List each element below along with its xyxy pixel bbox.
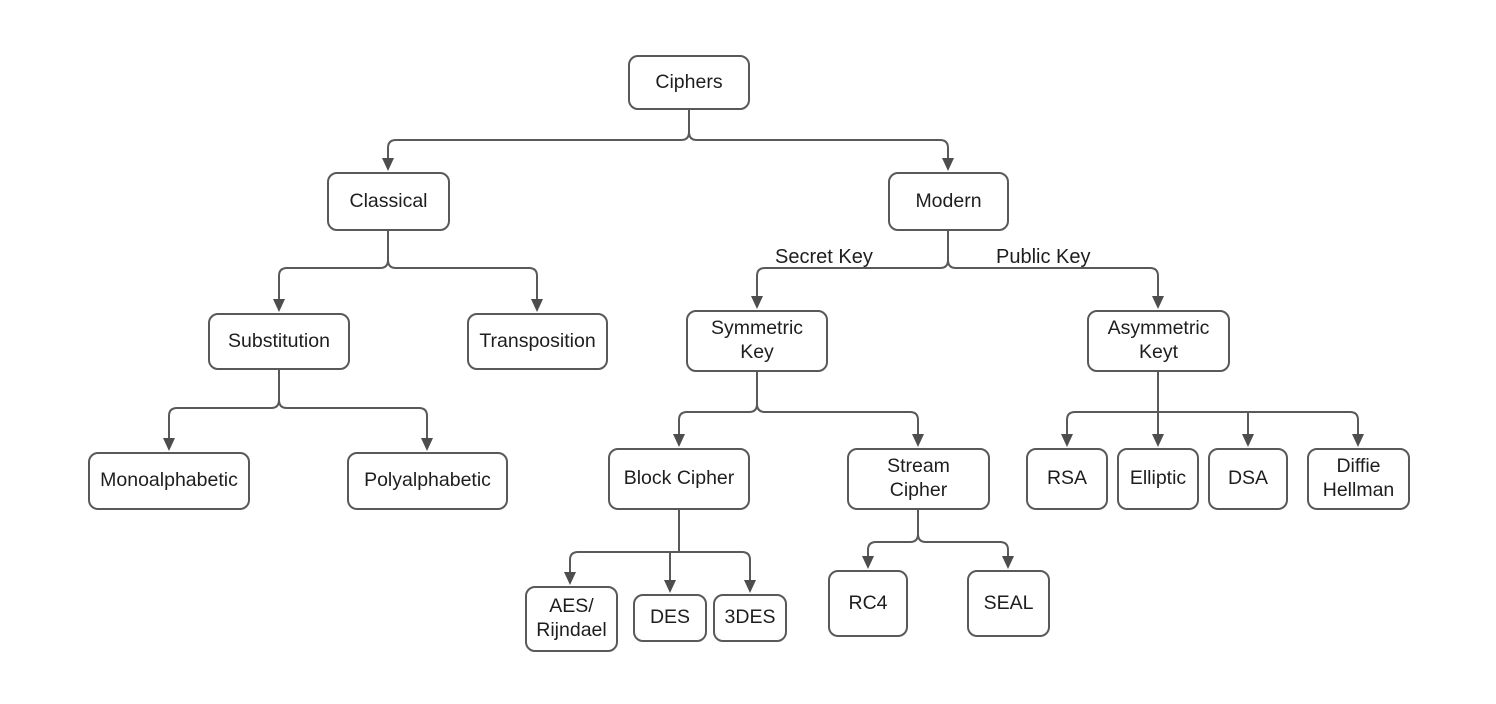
- node-ciphers-label: Ciphers: [655, 70, 723, 93]
- node-rc4-label: RC4: [848, 591, 888, 614]
- node-block-cipher-label: Block Cipher: [623, 467, 735, 490]
- node-modern-label: Modern: [915, 189, 982, 212]
- node-symmetric-key-label: Symmetric Key: [710, 317, 804, 363]
- node-aes-rijndael-label: AES/ Rijndael: [536, 595, 607, 641]
- node-3des: 3DES: [713, 594, 787, 642]
- node-asymmetric-keyt-label: Asymmetric Keyt: [1107, 317, 1210, 363]
- node-substitution-label: Substitution: [228, 329, 330, 352]
- edge-label-secret-key: Secret Key: [775, 246, 873, 268]
- node-des: DES: [633, 594, 707, 642]
- node-aes-rijndael: AES/ Rijndael: [525, 586, 618, 652]
- node-seal: SEAL: [967, 570, 1050, 637]
- node-stream-cipher: Stream Cipher: [847, 448, 990, 510]
- node-classical: Classical: [327, 172, 450, 231]
- node-substitution: Substitution: [208, 313, 350, 370]
- node-transposition-label: Transposition: [479, 329, 596, 352]
- node-block-cipher: Block Cipher: [608, 448, 750, 510]
- node-3des-label: 3DES: [724, 606, 776, 629]
- node-elliptic: Elliptic: [1117, 448, 1199, 510]
- node-ciphers: Ciphers: [628, 55, 750, 110]
- node-classical-label: Classical: [349, 189, 428, 212]
- node-dsa: DSA: [1208, 448, 1288, 510]
- node-seal-label: SEAL: [983, 591, 1034, 614]
- node-diffie-hellman: Diffie Hellman: [1307, 448, 1410, 510]
- node-monoalphabetic: Monoalphabetic: [88, 452, 250, 510]
- node-symmetric-key: Symmetric Key: [686, 310, 828, 372]
- node-elliptic-label: Elliptic: [1129, 467, 1187, 490]
- node-rsa-label: RSA: [1046, 467, 1088, 490]
- node-transposition: Transposition: [467, 313, 608, 370]
- node-monoalphabetic-label: Monoalphabetic: [100, 469, 238, 492]
- node-stream-cipher-label: Stream Cipher: [887, 455, 950, 501]
- node-asymmetric-keyt: Asymmetric Keyt: [1087, 310, 1230, 372]
- node-polyalphabetic-label: Polyalphabetic: [364, 469, 491, 492]
- node-diffie-hellman-label: Diffie Hellman: [1322, 455, 1395, 501]
- node-des-label: DES: [649, 606, 691, 629]
- node-modern: Modern: [888, 172, 1009, 231]
- node-rsa: RSA: [1026, 448, 1108, 510]
- edge-label-public-key: Public Key: [996, 246, 1091, 268]
- node-polyalphabetic: Polyalphabetic: [347, 452, 508, 510]
- node-rc4: RC4: [828, 570, 908, 637]
- node-dsa-label: DSA: [1227, 467, 1269, 490]
